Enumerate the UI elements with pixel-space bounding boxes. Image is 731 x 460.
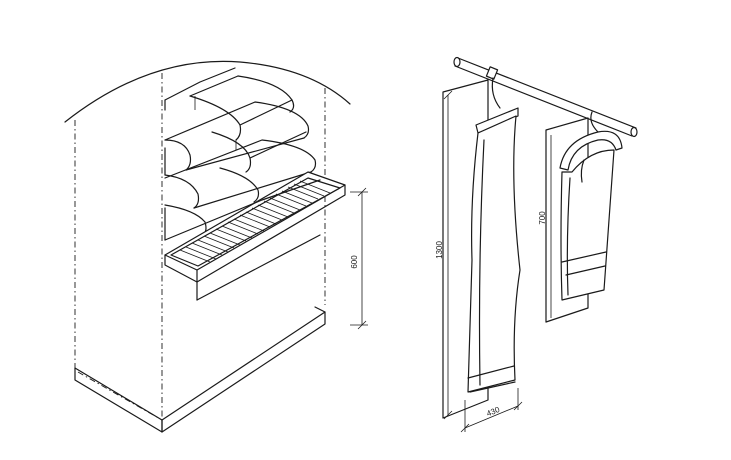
pull-out-tray	[164, 171, 346, 301]
wardrobe-section: 600	[64, 60, 368, 433]
short-bag-back-panel	[545, 117, 589, 323]
dimension-1300: 1300	[435, 90, 453, 420]
dimension-600: 600	[350, 187, 368, 330]
base-plinth	[74, 306, 326, 433]
dimension-label-600: 600	[350, 255, 359, 269]
dimension-label-1300: 1300	[435, 241, 444, 259]
base-dash-line	[77, 371, 163, 421]
dimension-label-700: 700	[538, 211, 547, 225]
dimension-700: 700	[538, 135, 552, 318]
short-garment-bag	[559, 111, 623, 301]
long-bag-back-panel	[442, 79, 489, 419]
dimension-430: 430	[460, 388, 523, 433]
hanging-bags: 1300 430 700	[435, 56, 638, 433]
wardrobe-arch	[64, 60, 351, 123]
long-garment-bag	[467, 77, 521, 393]
dimension-label-430: 430	[485, 405, 501, 419]
